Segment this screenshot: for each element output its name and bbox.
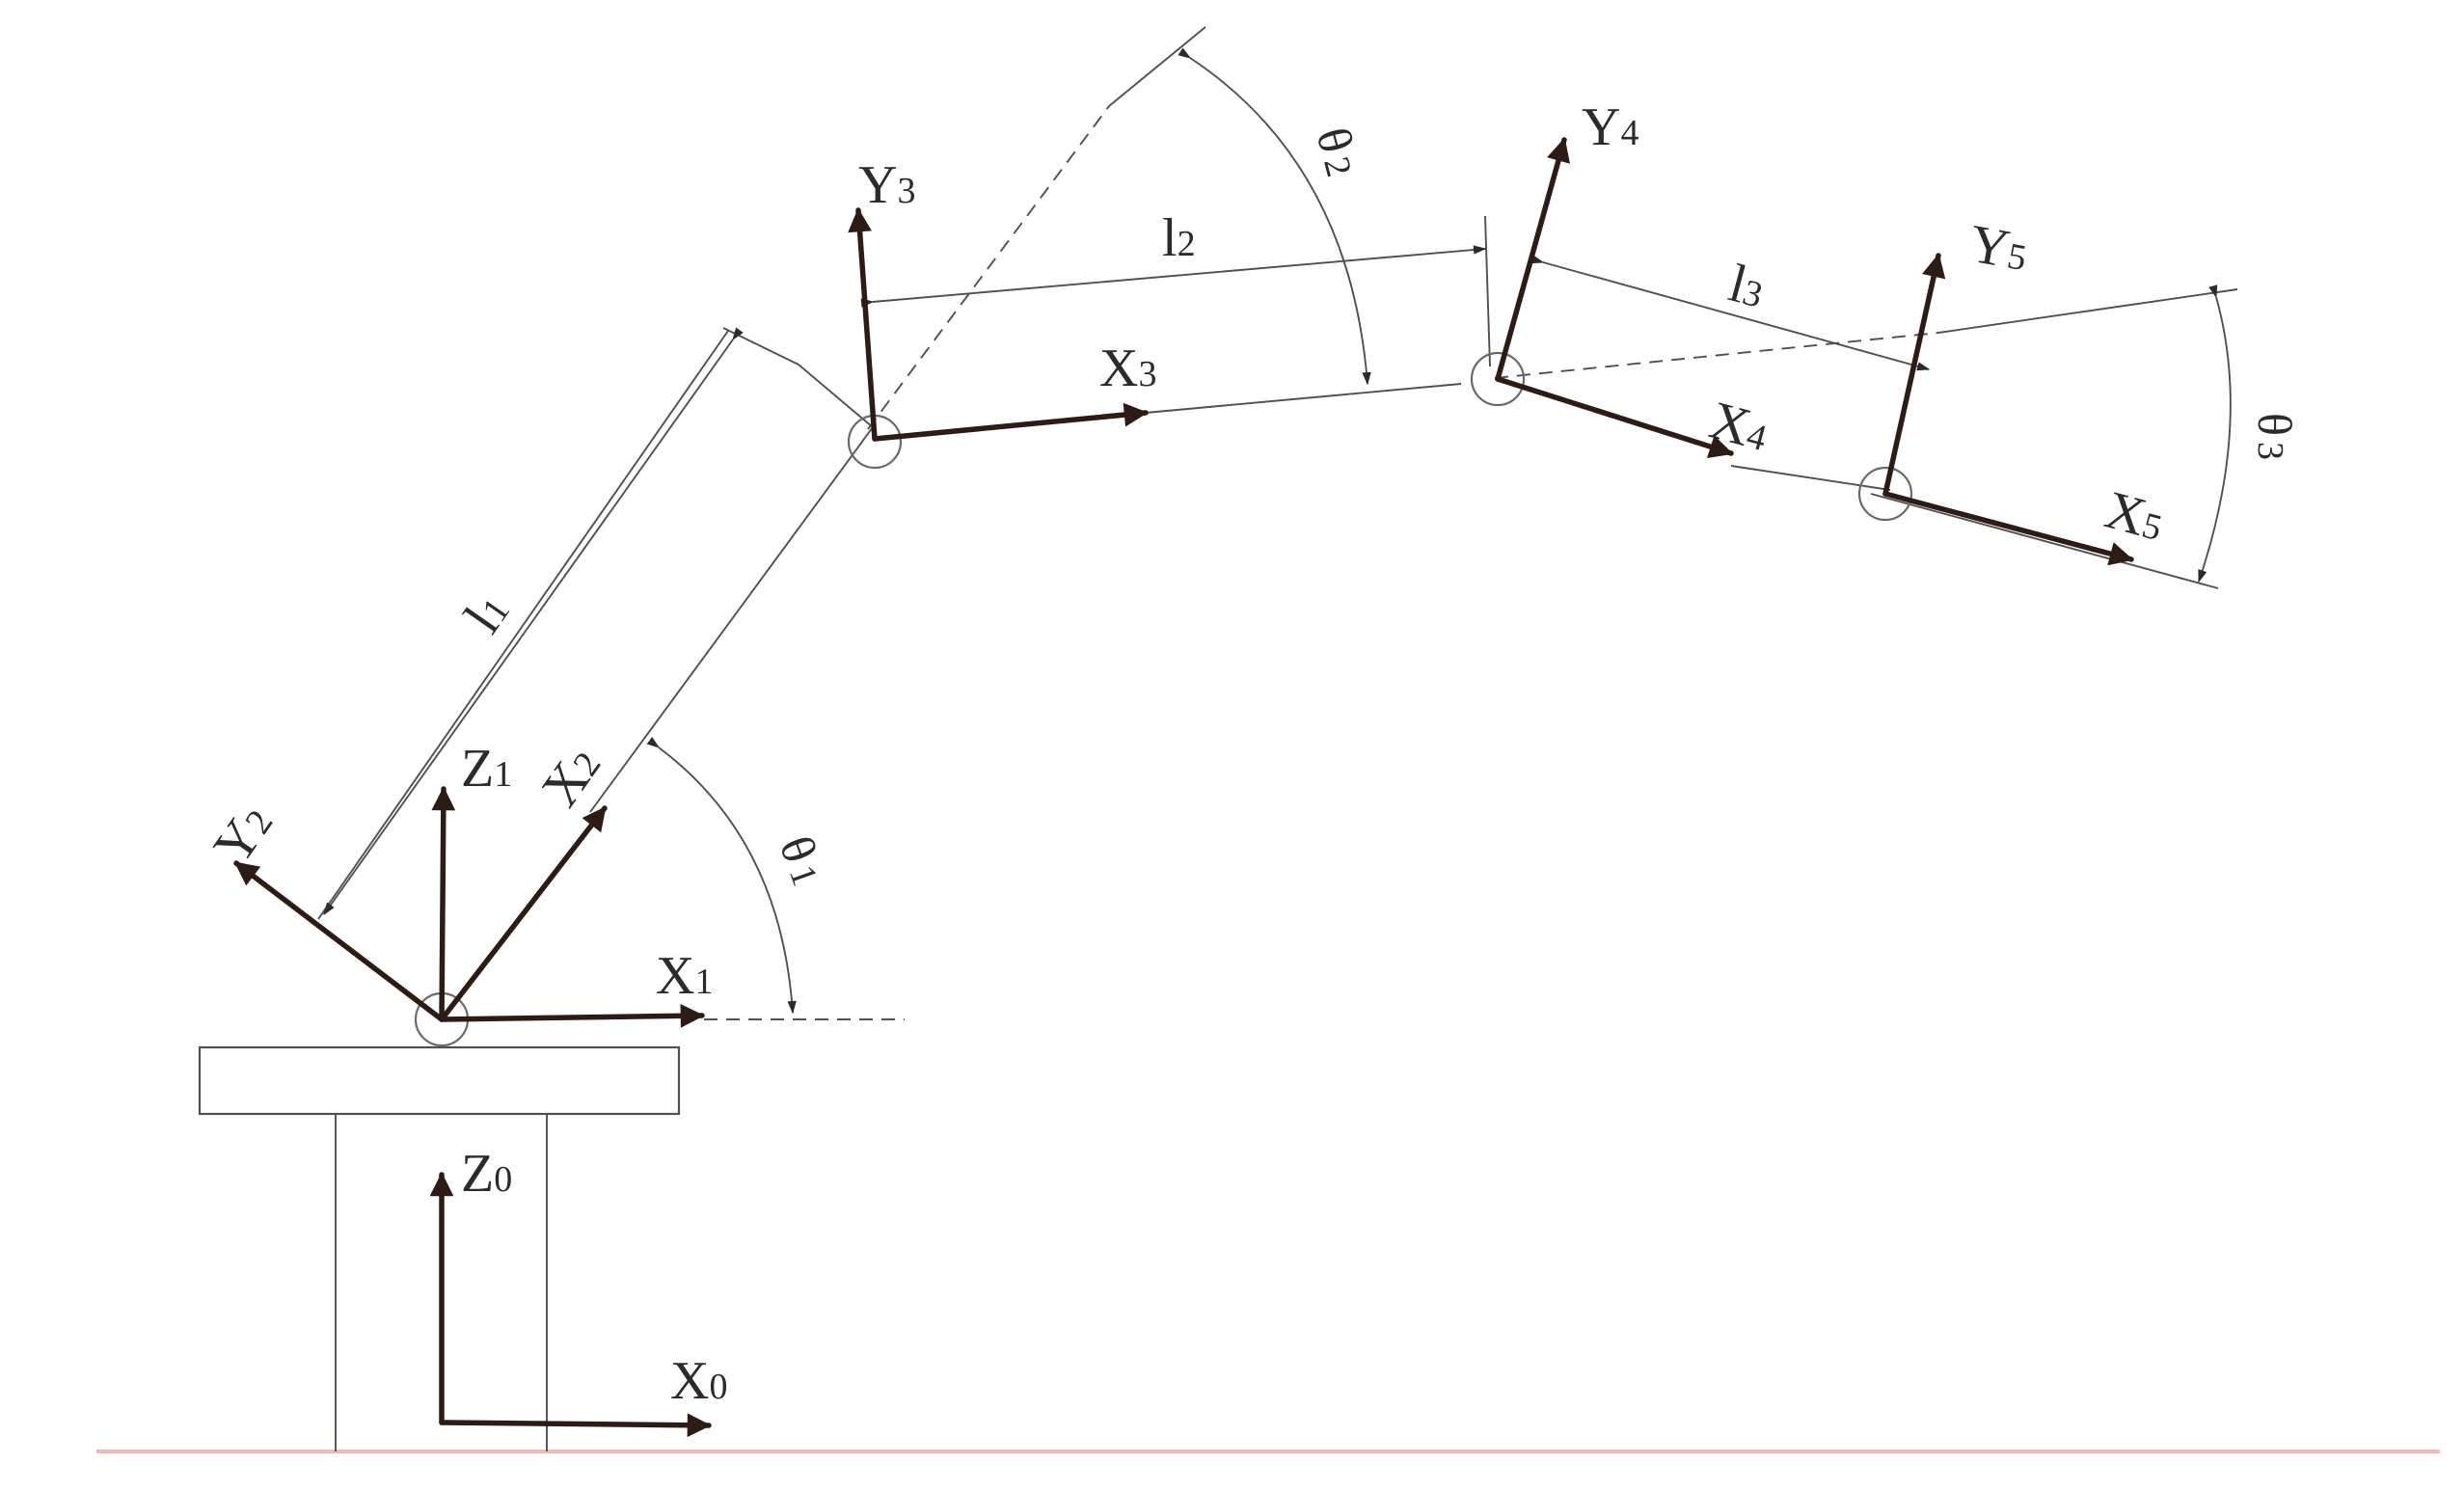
label-theta1: θ1: [770, 829, 836, 892]
label-y5: Y5: [1965, 214, 2032, 283]
axis-z1: [431, 786, 456, 1022]
label-z0: Z0: [461, 1144, 512, 1204]
label-theta2: θ2: [1306, 122, 1370, 181]
axis-x1: [439, 1003, 705, 1028]
label-l1: l1: [453, 583, 522, 644]
axis-x4: [1495, 376, 1734, 459]
robot-base: [198, 1045, 681, 1451]
label-theta3: θ3: [2248, 413, 2302, 460]
label-x4: X4: [1704, 391, 1774, 463]
axis-x5: [1882, 491, 2134, 566]
theta3-arc: [2198, 285, 2232, 583]
axis-y3: [848, 207, 878, 442]
l1-dimension: [317, 327, 744, 920]
axis-x3: [872, 402, 1149, 442]
label-l2: l2: [1162, 208, 1196, 268]
label-z1: Z1: [461, 739, 512, 799]
label-x3: X3: [1099, 339, 1156, 398]
label-l3: l3: [1723, 254, 1771, 320]
axis-y2: [233, 860, 445, 1022]
label-x5: X5: [2099, 480, 2170, 553]
label-x0: X0: [670, 1351, 727, 1411]
axis-x2: [439, 805, 608, 1022]
axis-y4: [1495, 137, 1570, 382]
theta1-arc: [646, 737, 797, 1015]
l3-dimension: [1530, 255, 1931, 371]
axis-x0: [439, 1413, 712, 1438]
link-1-body: [589, 327, 874, 813]
theta2-arc: [1178, 47, 1371, 386]
axes: [233, 137, 2134, 1438]
label-y2: Y2: [203, 794, 284, 875]
label-x1: X1: [656, 946, 713, 1006]
label-y4: Y4: [1582, 97, 1638, 157]
label-y3: Y3: [858, 155, 915, 215]
axis-y5: [1882, 253, 1946, 497]
label-x2: X2: [530, 736, 612, 817]
